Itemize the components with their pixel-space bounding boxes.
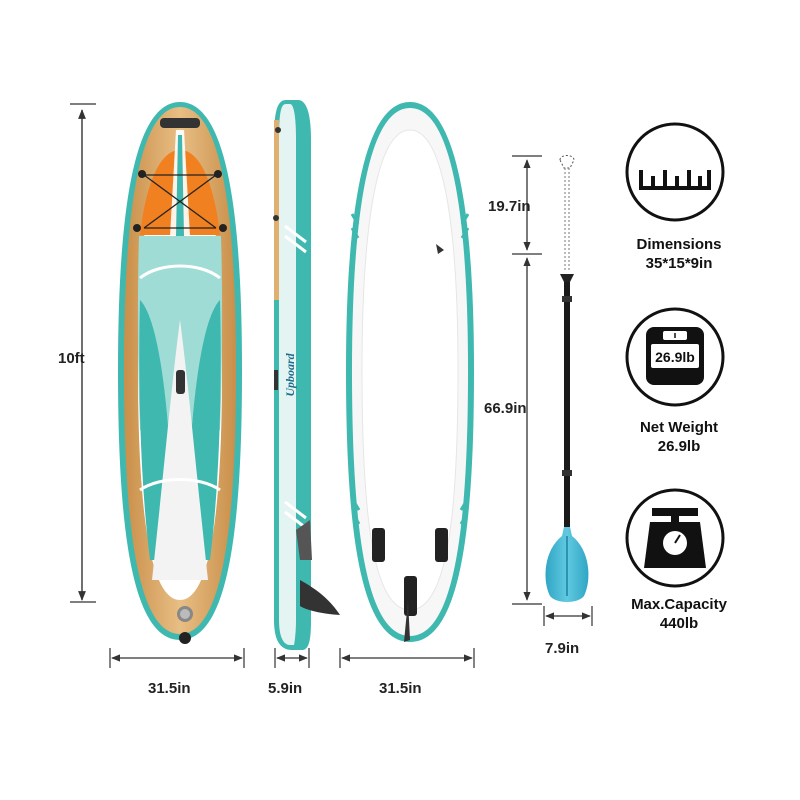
dimensions-caption: Dimensions xyxy=(636,236,722,253)
front-width-dimension xyxy=(109,648,245,668)
weight-icon xyxy=(625,488,725,588)
length-dimension xyxy=(70,103,96,603)
front-width-label: 31.5in xyxy=(148,680,191,697)
dimensions-spec: Dimensions 35*15*9in xyxy=(594,235,764,273)
max-capacity-spec: Max.Capacity 440lb xyxy=(594,595,764,633)
paddle xyxy=(545,155,589,602)
side-thickness-label: 5.9in xyxy=(268,680,303,697)
paddle-dimensions xyxy=(512,155,593,626)
scale-icon xyxy=(625,307,725,407)
side-thickness-dimension xyxy=(274,648,310,668)
net-weight-caption: Net Weight xyxy=(639,419,719,436)
paddle-blade-section-label: 19.7in xyxy=(488,198,531,215)
back-width-dimension xyxy=(339,648,475,668)
board-side-view xyxy=(273,100,340,650)
board-front-view xyxy=(118,102,242,644)
net-weight-value: 26.9lb xyxy=(657,438,701,455)
paddle-shaft-section-label: 66.9in xyxy=(484,400,527,417)
brand-logo: Upboard xyxy=(283,352,297,396)
max-capacity-caption: Max.Capacity xyxy=(631,596,727,613)
weight-badge: 26.9lb xyxy=(655,349,695,365)
dimensions-value: 35*15*9in xyxy=(645,255,713,272)
board-back-view xyxy=(346,102,474,642)
back-width-label: 31.5in xyxy=(379,680,422,697)
ruler-icon xyxy=(625,122,725,222)
net-weight-spec: Net Weight 26.9lb xyxy=(594,418,764,456)
paddle-width-label: 7.9in xyxy=(545,640,580,657)
max-capacity-value: 440lb xyxy=(659,615,699,632)
length-label: 10ft xyxy=(58,350,85,367)
